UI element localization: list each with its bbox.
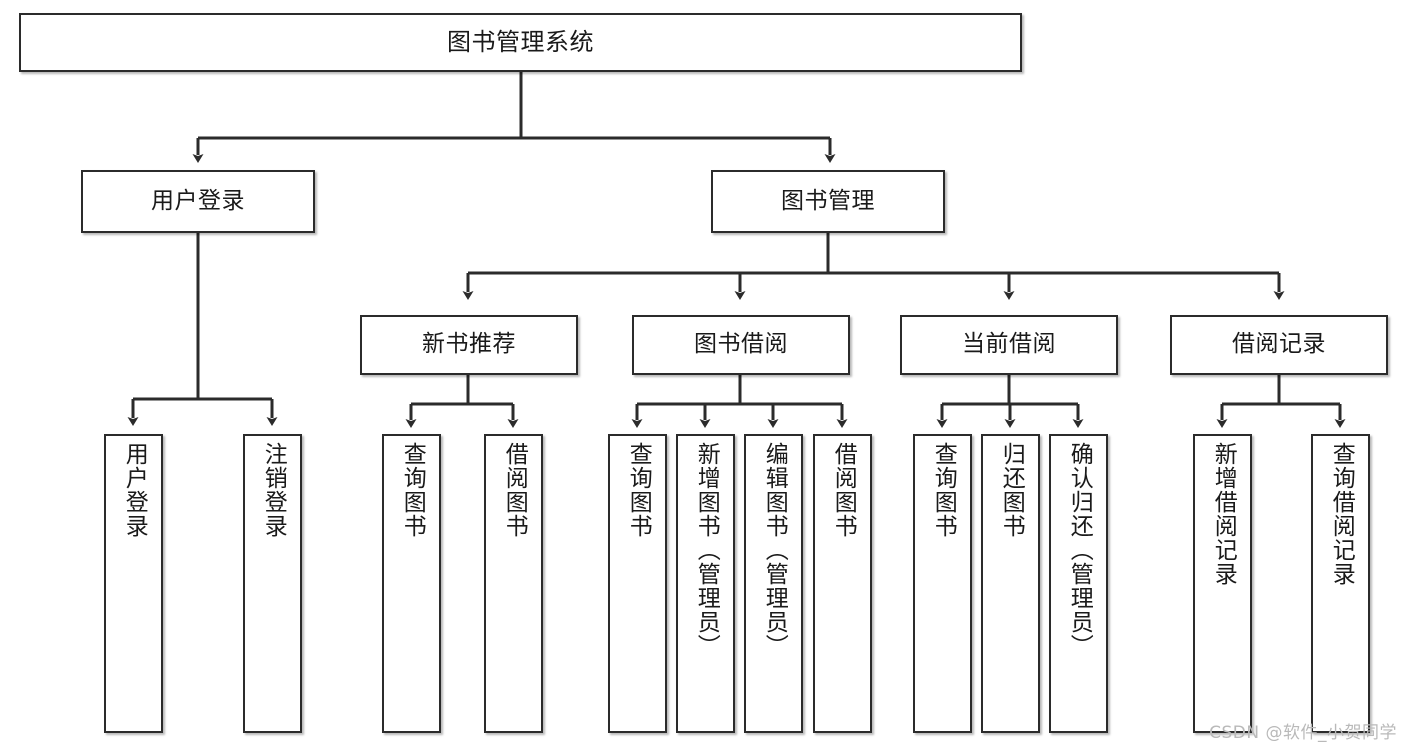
node-new-book-rec-label: 新书推荐 bbox=[422, 331, 516, 358]
node-borrow-record[interactable]: 借阅记录 bbox=[1170, 315, 1388, 375]
node-leaf-borrow-book-1-label: 借阅图书 bbox=[501, 442, 528, 538]
node-leaf-edit-book[interactable]: 编辑图书（管理员） bbox=[744, 434, 803, 733]
node-leaf-logout[interactable]: 注销登录 bbox=[243, 434, 302, 733]
node-leaf-add-record-label: 新增借阅记录 bbox=[1210, 442, 1237, 586]
node-leaf-query-book-2-label: 查询图书 bbox=[625, 442, 652, 538]
node-leaf-borrow-book-1[interactable]: 借阅图书 bbox=[484, 434, 543, 733]
node-borrow-record-label: 借阅记录 bbox=[1232, 331, 1326, 358]
node-book-manage-label: 图书管理 bbox=[781, 187, 875, 214]
node-root-label: 图书管理系统 bbox=[447, 28, 594, 57]
node-leaf-logout-label: 注销登录 bbox=[260, 442, 287, 538]
node-leaf-borrow-book-2-label: 借阅图书 bbox=[830, 442, 857, 538]
node-leaf-query-record-label: 查询借阅记录 bbox=[1328, 442, 1355, 586]
node-leaf-add-book[interactable]: 新增图书（管理员） bbox=[676, 434, 735, 733]
node-leaf-user-login-label: 用户登录 bbox=[121, 442, 148, 538]
node-leaf-query-book-3-label: 查询图书 bbox=[930, 442, 957, 538]
node-leaf-borrow-book-2[interactable]: 借阅图书 bbox=[813, 434, 872, 733]
node-user-login-label: 用户登录 bbox=[151, 187, 245, 214]
node-leaf-query-record[interactable]: 查询借阅记录 bbox=[1311, 434, 1370, 733]
node-book-borrow-label: 图书借阅 bbox=[694, 331, 788, 358]
node-leaf-return-book-label: 归还图书 bbox=[998, 442, 1025, 538]
node-leaf-add-record[interactable]: 新增借阅记录 bbox=[1193, 434, 1252, 733]
node-leaf-return-book[interactable]: 归还图书 bbox=[981, 434, 1040, 733]
node-current-borrow[interactable]: 当前借阅 bbox=[900, 315, 1118, 375]
node-root[interactable]: 图书管理系统 bbox=[19, 13, 1022, 72]
node-book-borrow[interactable]: 图书借阅 bbox=[632, 315, 850, 375]
node-leaf-query-book-3[interactable]: 查询图书 bbox=[913, 434, 972, 733]
node-user-login[interactable]: 用户登录 bbox=[81, 170, 315, 233]
node-leaf-confirm-return[interactable]: 确认归还（管理员） bbox=[1049, 434, 1108, 733]
node-leaf-user-login[interactable]: 用户登录 bbox=[104, 434, 163, 733]
csdn-watermark: CSDN @软件_小贺同学 bbox=[1209, 723, 1397, 743]
node-leaf-edit-book-label: 编辑图书（管理员） bbox=[761, 442, 788, 658]
node-leaf-query-book-1-label: 查询图书 bbox=[399, 442, 426, 538]
node-leaf-query-book-1[interactable]: 查询图书 bbox=[382, 434, 441, 733]
node-book-manage[interactable]: 图书管理 bbox=[711, 170, 945, 233]
node-leaf-confirm-return-label: 确认归还（管理员） bbox=[1066, 442, 1093, 658]
node-leaf-query-book-2[interactable]: 查询图书 bbox=[608, 434, 667, 733]
node-current-borrow-label: 当前借阅 bbox=[962, 331, 1056, 358]
node-leaf-add-book-label: 新增图书（管理员） bbox=[693, 442, 720, 658]
node-new-book-rec[interactable]: 新书推荐 bbox=[360, 315, 578, 375]
